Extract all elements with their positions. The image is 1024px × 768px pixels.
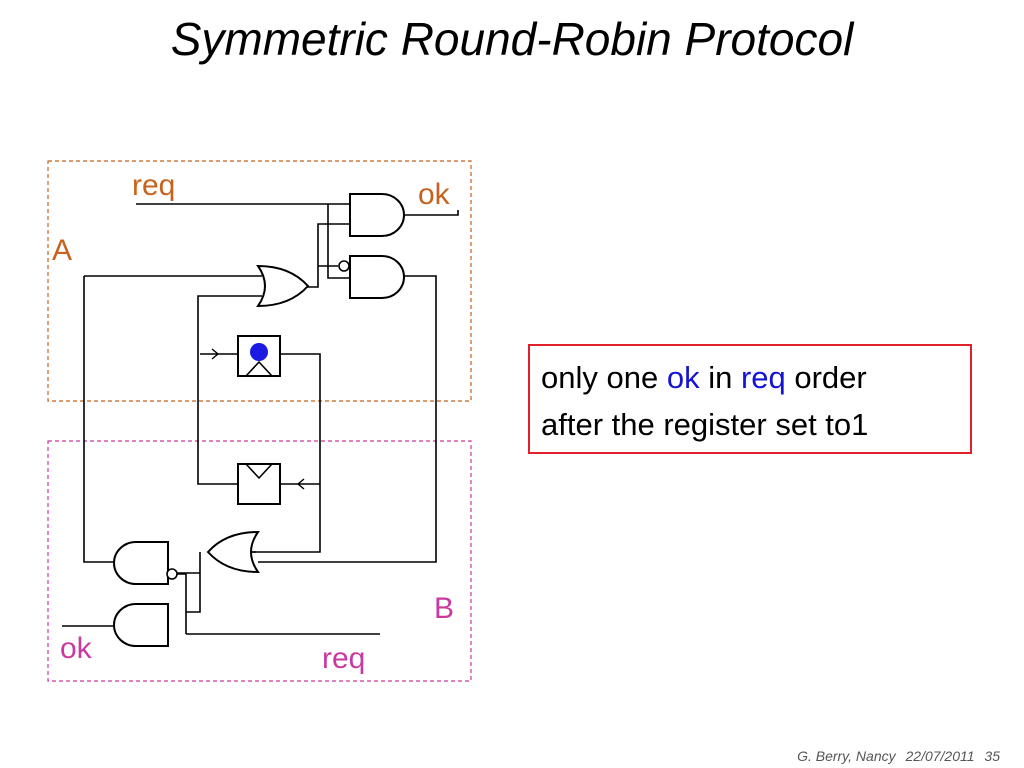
module-a-req-label: req: [132, 169, 175, 202]
slide-footer: G. Berry, Nancy 22/07/2011 35: [791, 748, 1000, 764]
module-b-ok-label: ok: [60, 632, 93, 665]
module-a-ok-label: ok: [418, 178, 451, 211]
or-gate-a: [256, 264, 310, 308]
slide-title: Symmetric Round-Robin Protocol: [170, 13, 854, 65]
footer-page-number: 35: [984, 748, 1000, 764]
register-b: [237, 463, 281, 505]
req-keyword: req: [740, 360, 786, 395]
or-gate-b: [206, 530, 260, 574]
explanation-line-2: after the register set to1: [541, 407, 869, 442]
module-b-label: B: [434, 592, 454, 625]
text-span: in: [699, 360, 741, 395]
ok-keyword: ok: [666, 360, 700, 395]
and-gates: [113, 193, 405, 647]
text-span: order: [785, 360, 867, 395]
module-a-box: [47, 160, 472, 402]
direction-arrows: [211, 348, 305, 490]
register-a-set-dot: [250, 343, 268, 361]
footer-date: 22/07/2011: [905, 748, 975, 764]
and-gate-b1: [113, 541, 169, 585]
explanation-line-1: only one ok in req order: [541, 354, 970, 401]
inverter-bubble-a: [338, 260, 350, 272]
and-gate-a2: [349, 255, 405, 299]
text-span: only one: [541, 360, 667, 395]
footer-author: G. Berry, Nancy: [797, 748, 896, 764]
and-gate-b2: [113, 603, 169, 647]
module-b-req-label: req: [322, 642, 365, 675]
register-a: [237, 335, 281, 377]
wiring: [62, 203, 459, 635]
module-b-box: [47, 440, 472, 682]
module-a-label: A: [52, 234, 72, 267]
explanation-box: only one ok in req order after the regis…: [528, 344, 972, 454]
and-gate-a1: [349, 193, 405, 237]
inverter-bubble-b: [166, 568, 178, 580]
